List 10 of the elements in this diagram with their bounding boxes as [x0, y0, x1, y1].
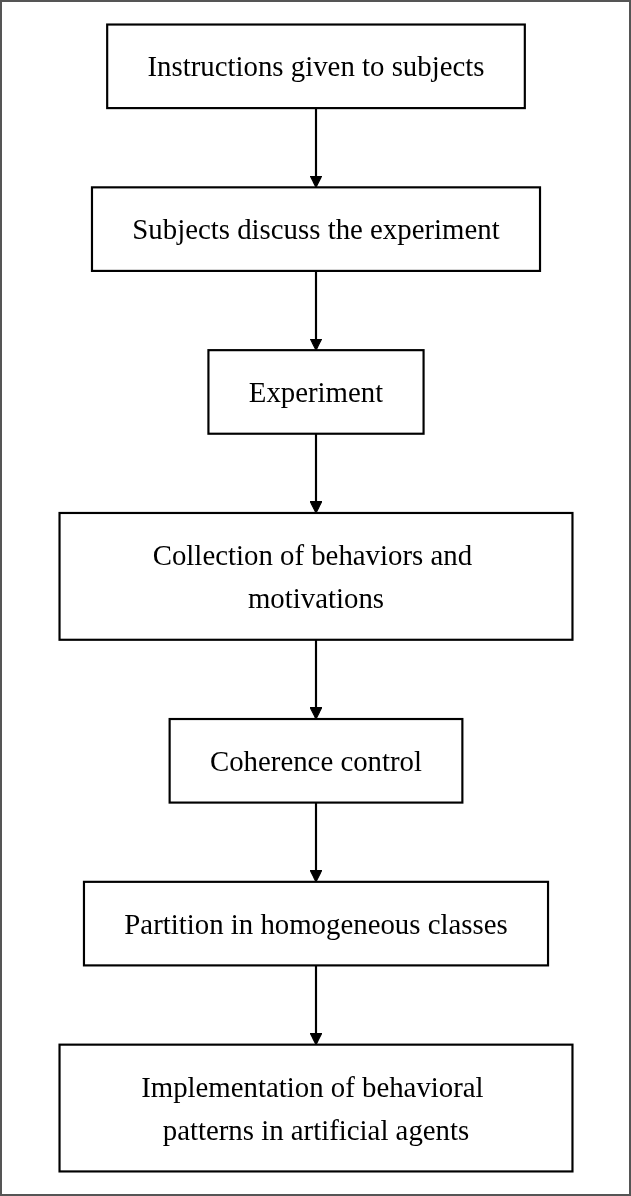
node-box: Partition in homogeneous classes [82, 880, 549, 967]
arrow [309, 639, 322, 720]
node-box: Coherence control [168, 717, 463, 804]
node-box: Subjects discuss the experiment [90, 186, 541, 272]
node-box: Collection of behaviors and motivations [57, 511, 574, 641]
node-box: Experiment [206, 349, 425, 435]
arrow [309, 108, 322, 188]
node-box: Implementation of behavioral patterns in artificial agents [57, 1043, 574, 1173]
arrow [309, 270, 322, 351]
node-box: Instructions given to subjects [105, 23, 526, 110]
